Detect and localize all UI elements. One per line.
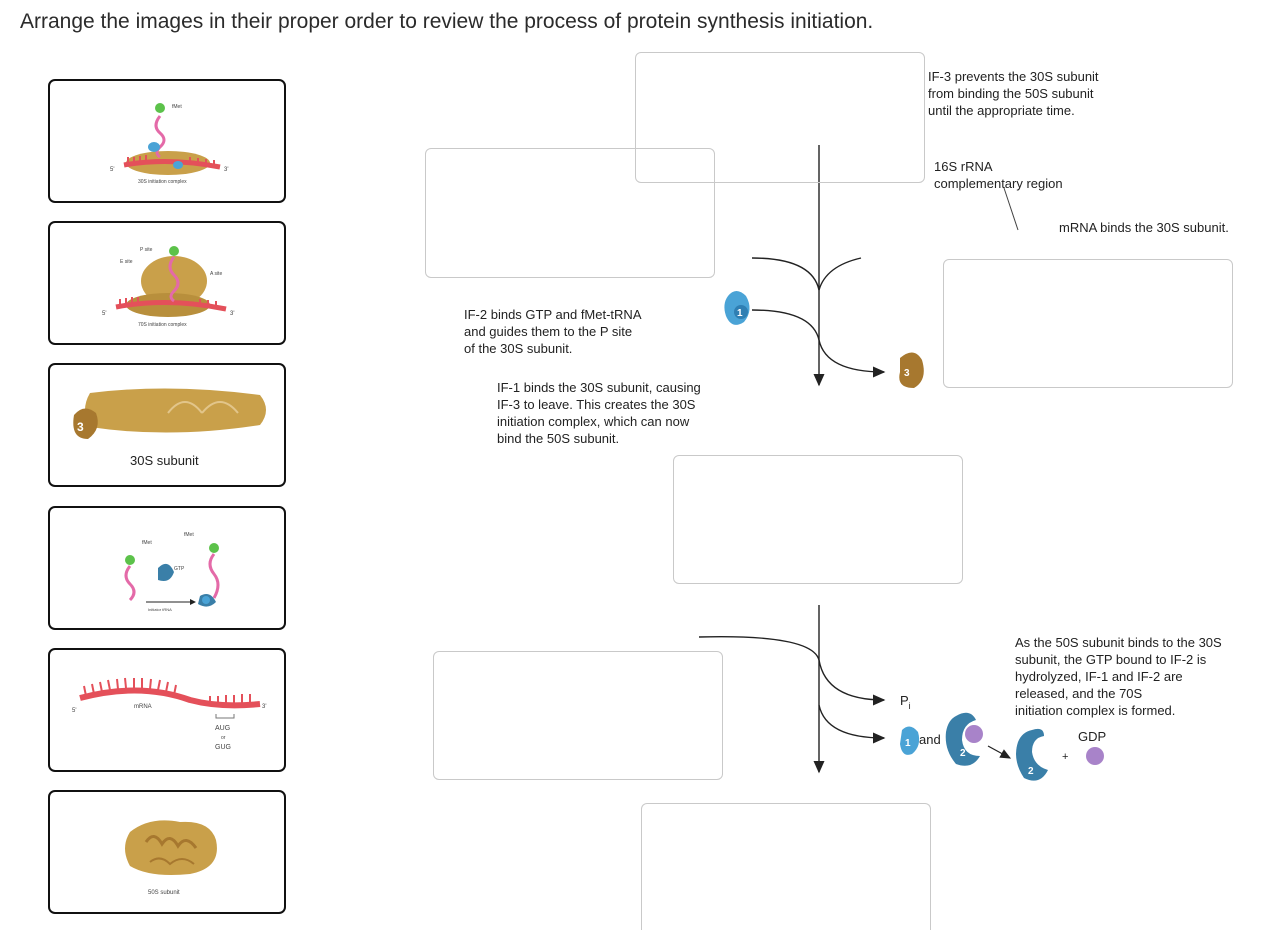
caption-70s-initiation-complex: 70S initiation complex bbox=[138, 322, 187, 328]
drop-zone-5[interactable] bbox=[433, 651, 723, 780]
question-title: Arrange the images in their proper order… bbox=[20, 10, 874, 33]
if2-gdp-icon: 2 bbox=[945, 712, 983, 766]
gdp-icon bbox=[1086, 747, 1104, 765]
pi-release-arrow bbox=[818, 659, 886, 706]
if1-join-curve bbox=[751, 309, 820, 341]
gdp-label: GDP bbox=[1078, 729, 1106, 744]
svg-text:3': 3' bbox=[262, 704, 266, 710]
50s-subunit-image: 50S subunit bbox=[125, 820, 217, 896]
if3-release-arrow bbox=[818, 339, 886, 378]
pi-label: Pi bbox=[900, 693, 911, 711]
svg-text:E site: E site bbox=[120, 259, 133, 265]
card-fmet-trna[interactable]: fMet fMet GTP Initiator tRNA bbox=[48, 506, 286, 630]
rrna-join-curve bbox=[818, 257, 862, 291]
svg-text:5': 5' bbox=[72, 708, 76, 714]
svg-text:AUG: AUG bbox=[215, 725, 230, 732]
drop-zone-1[interactable] bbox=[425, 148, 715, 278]
card-30s-initiation-complex[interactable]: fMet 5' 3' 30S initiation complex bbox=[48, 79, 286, 203]
50s-join-curve bbox=[698, 636, 820, 661]
fmet-label: fMet bbox=[172, 104, 182, 110]
mrna-label: mRNA bbox=[134, 704, 152, 710]
if-release-arrow bbox=[818, 704, 886, 744]
svg-text:5': 5' bbox=[110, 167, 114, 173]
plus-label: + bbox=[1062, 751, 1068, 763]
if1-released-icon: 1 bbox=[900, 726, 920, 755]
fmet-trna-gtp-image: fMet fMet GTP Initiator tRNA bbox=[124, 532, 220, 612]
mrna-image: mRNA 5' 3' AUG or GUG bbox=[72, 677, 266, 751]
caption-30s-initiation-complex: 30S initiation complex bbox=[138, 179, 187, 185]
if3-description: IF-3 prevents the 30S subunit from bindi… bbox=[928, 69, 1099, 118]
svg-text:2: 2 bbox=[1028, 766, 1034, 777]
drop-zone-3[interactable] bbox=[943, 259, 1233, 388]
svg-text:1: 1 bbox=[737, 308, 743, 319]
svg-text:3': 3' bbox=[224, 167, 228, 173]
svg-text:3: 3 bbox=[904, 368, 910, 379]
svg-text:P site: P site bbox=[140, 247, 153, 253]
and-label: and bbox=[919, 732, 941, 747]
30s-subunit-image: 3 30S subunit bbox=[73, 388, 266, 468]
svg-text:3': 3' bbox=[230, 311, 234, 317]
svg-text:A site: A site bbox=[210, 271, 222, 277]
drop-zone-2[interactable] bbox=[635, 52, 925, 183]
svg-text:or: or bbox=[221, 735, 226, 741]
rrna-label: 16S rRNA complementary region bbox=[934, 159, 1063, 191]
drop-zone-6[interactable] bbox=[641, 803, 931, 930]
card-mrna[interactable]: mRNA 5' 3' AUG or GUG bbox=[48, 648, 286, 772]
70s-initiation-complex-image: P site E site A site 5' 3' 70S initiatio… bbox=[102, 246, 234, 328]
svg-text:GUG: GUG bbox=[215, 744, 231, 751]
svg-text:1: 1 bbox=[905, 738, 911, 749]
caption-initiator-trna: Initiator tRNA bbox=[148, 607, 172, 612]
if3-icon: 3 bbox=[899, 352, 924, 388]
svg-text:fMet: fMet bbox=[184, 532, 194, 538]
svg-text:GTP: GTP bbox=[174, 566, 185, 572]
svg-text:fMet: fMet bbox=[142, 540, 152, 546]
card-70s-initiation-complex[interactable]: P site E site A site 5' 3' 70S initiatio… bbox=[48, 221, 286, 345]
drop-zone-4[interactable] bbox=[673, 455, 963, 584]
svg-text:2: 2 bbox=[960, 748, 966, 759]
if3-marker: 3 bbox=[77, 420, 84, 434]
caption-50s-subunit: 50S subunit bbox=[148, 890, 180, 896]
card-30s-subunit[interactable]: 3 30S subunit bbox=[48, 363, 286, 487]
svg-text:5': 5' bbox=[102, 311, 106, 317]
rrna-pointer-line bbox=[1003, 187, 1019, 231]
if2-description: IF-2 binds GTP and fMet-tRNA and guides … bbox=[464, 307, 642, 356]
30s-initiation-complex-image: fMet 5' 3' 30S initiation complex bbox=[110, 103, 228, 185]
caption-30s-subunit: 30S subunit bbox=[130, 453, 199, 468]
if1-icon: 1 bbox=[724, 291, 750, 325]
if2-icon: 2 bbox=[1016, 728, 1048, 781]
mrna-binds-label: mRNA binds the 30S subunit. bbox=[1059, 220, 1229, 235]
mrna-join-curve bbox=[751, 257, 820, 291]
if1-description: IF-1 binds the 30S subunit, causing IF-3… bbox=[497, 380, 701, 446]
50s-binding-description: As the 50S subunit binds to the 30S subu… bbox=[1015, 635, 1222, 718]
gtp-hydrolysis-arrow bbox=[987, 745, 1012, 759]
card-50s-subunit[interactable]: 50S subunit bbox=[48, 790, 286, 914]
